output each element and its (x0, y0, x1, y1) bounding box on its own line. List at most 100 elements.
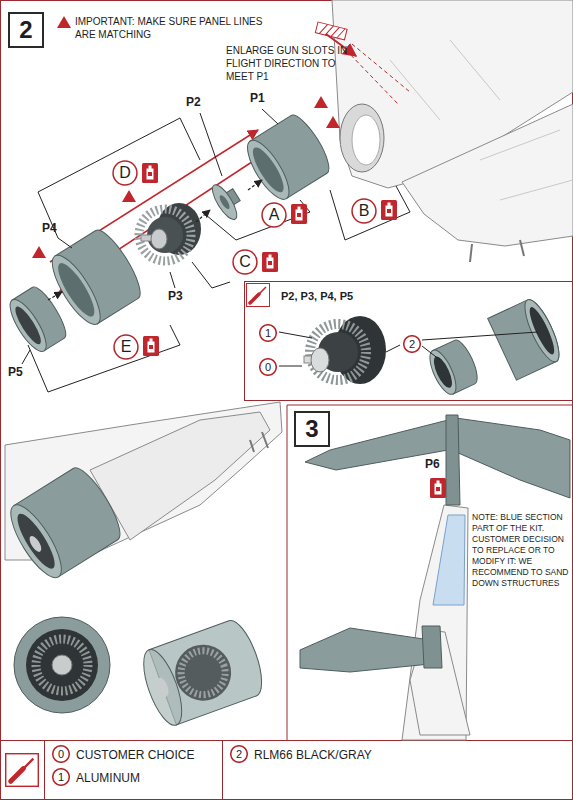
callout-circle (262, 203, 286, 227)
part-p1 (240, 135, 296, 205)
note-text: NOTE: BLUE SECTION PART OF THE KIT. CUST… (472, 512, 570, 589)
part-label: P1 (250, 92, 265, 104)
assembly-arrows (248, 180, 262, 190)
airplane-top (332, 0, 573, 262)
node-text: 1 (265, 328, 271, 339)
warning-triangles (122, 190, 136, 202)
airplane-bottom (250, 432, 268, 452)
legend-text: ALUMINUM (76, 772, 140, 784)
part-p3 (139, 203, 201, 261)
cowl-cutaway (155, 676, 171, 698)
step-number: 2 (8, 12, 44, 48)
airplane-top (470, 240, 524, 262)
gun-slot (319, 23, 345, 39)
part-p3 (147, 217, 183, 253)
part-label: P4 (42, 222, 57, 234)
tail-assembly (446, 415, 460, 505)
glue-icons (142, 163, 158, 183)
warning-triangles (57, 16, 71, 28)
airplane-bottom (27, 534, 43, 554)
part-p4 (44, 225, 147, 331)
part-p5 (4, 283, 71, 356)
callout-circle (404, 336, 421, 353)
callout-circle (260, 359, 277, 376)
inset-cowl (488, 296, 566, 380)
inset-ring (425, 337, 482, 398)
glue-icons (291, 204, 307, 224)
callout-number: 0 (259, 358, 277, 376)
cowl-cutaway (136, 645, 190, 730)
legend-text: RLM66 BLACK/GRAY (254, 749, 372, 761)
callout-number: 1 (259, 324, 277, 342)
airplane-top (352, 115, 380, 165)
node-text: A (269, 207, 280, 223)
callout-circle (233, 250, 257, 274)
leader-lines (262, 109, 278, 124)
node-text: 2 (236, 749, 242, 760)
frame (0, 740, 573, 800)
paint-inset: P2, P3, P4, P5 1 0 2 (244, 281, 573, 401)
part-label: P2 (186, 96, 201, 108)
node-text: P2, P3, P4, P5 (281, 291, 353, 302)
inset-engine (311, 348, 329, 372)
group-brackets (192, 262, 230, 288)
node-text: E (121, 339, 132, 355)
leader-lines (22, 350, 30, 364)
inset-leaders (386, 345, 400, 352)
node-text: 2 (19, 18, 32, 42)
part-p2 (218, 194, 232, 211)
part-label: P6 (425, 458, 440, 470)
legend-text: CUSTOMER CHOICE (76, 749, 194, 761)
legend-number: 1 (52, 768, 70, 786)
part-label: P3 (168, 290, 183, 302)
inset-cowl (519, 296, 566, 366)
tail-detail-view (422, 626, 442, 668)
inset-leaders (279, 332, 312, 338)
group-brackets (38, 118, 200, 238)
part-p1 (240, 110, 335, 205)
glue-icons (430, 478, 446, 498)
cowl-cutaway (136, 616, 270, 730)
callout-circle (113, 161, 137, 185)
part-p4 (52, 259, 100, 321)
cowl-front-view (14, 617, 110, 713)
warning-note: IMPORTANT: MAKE SURE PANEL LINES ARE MAT… (75, 15, 280, 41)
callout-circle (352, 199, 376, 223)
part-p1 (248, 144, 289, 197)
part-p2 (208, 178, 247, 223)
inset-cowl (488, 296, 566, 380)
part-p2 (208, 181, 241, 222)
step-number: 3 (294, 411, 330, 447)
inset-leaders (422, 332, 538, 340)
part-p5 (4, 295, 53, 356)
callout-circle (231, 746, 248, 763)
airplane-top (340, 104, 384, 172)
inset-ring (425, 347, 462, 398)
inset-leaders (279, 332, 538, 366)
tail-detail-view (300, 626, 470, 735)
node-text: D (119, 165, 131, 181)
cowl-front-view (26, 629, 98, 701)
cowl-front-view (52, 655, 72, 675)
group-brackets (206, 200, 310, 240)
airplane-top (402, 104, 573, 246)
node-text: 2 (409, 339, 415, 350)
glue-icons (262, 252, 278, 272)
node-text: 0 (58, 749, 64, 760)
inset-engine (304, 316, 386, 384)
frame (287, 405, 573, 740)
inset-engine (310, 324, 366, 380)
airplane-bottom (2, 402, 282, 584)
paint-icon (6, 754, 39, 787)
inset-cowl (526, 305, 559, 357)
inset-leaders (422, 346, 440, 360)
assembly-arrows (48, 292, 62, 300)
group-brackets (28, 325, 180, 392)
leader-lines (200, 113, 222, 176)
inset-leaders (279, 366, 302, 367)
cowl-front-view (14, 617, 110, 713)
airplane-bottom (11, 509, 60, 573)
